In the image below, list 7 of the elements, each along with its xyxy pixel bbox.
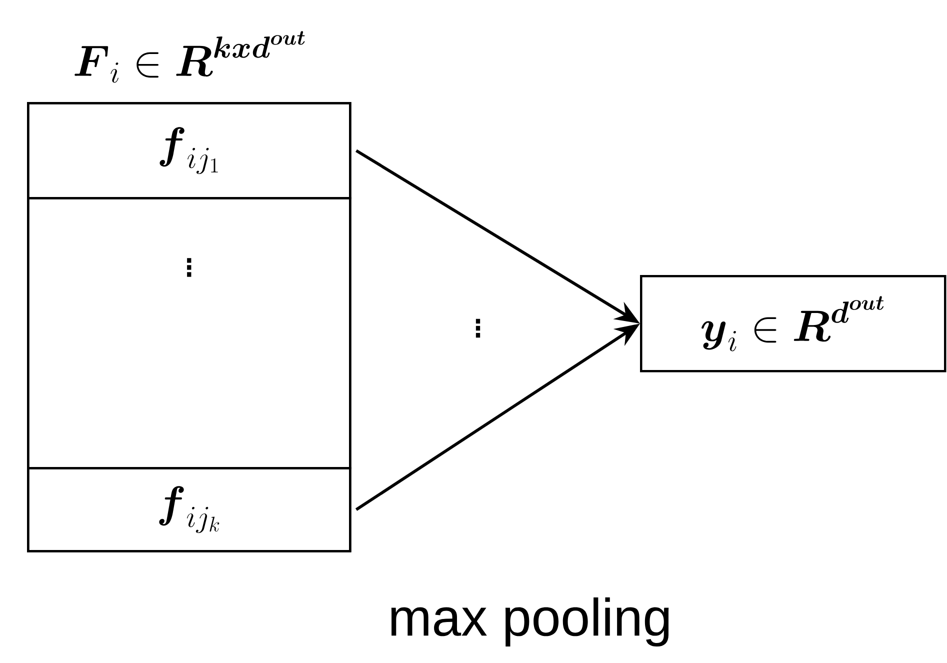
- caption: max pooling: [391, 597, 669, 647]
- output-box: $\boldsymbol{y}_i \in \boldsymbol{R}^{\boldsymbol{d}^{\boldsymbol{out}}}$: [640, 274, 946, 372]
- node-label: $\boldsymbol{F}_i \in \boldsymbol{R}^{\boldsymbol{kxd}^{\boldsymbol{out}}}$: [74, 31, 305, 83]
- ellipsis: $\vdots$: [476, 318, 480, 338]
- row-cell: $\boldsymbol{f}_{ij_1}$: [27, 102, 352, 200]
- row-cell: $\boldsymbol{f}_{ij_k}$: [27, 466, 352, 552]
- row-cell: $\vdots$: [27, 196, 352, 470]
